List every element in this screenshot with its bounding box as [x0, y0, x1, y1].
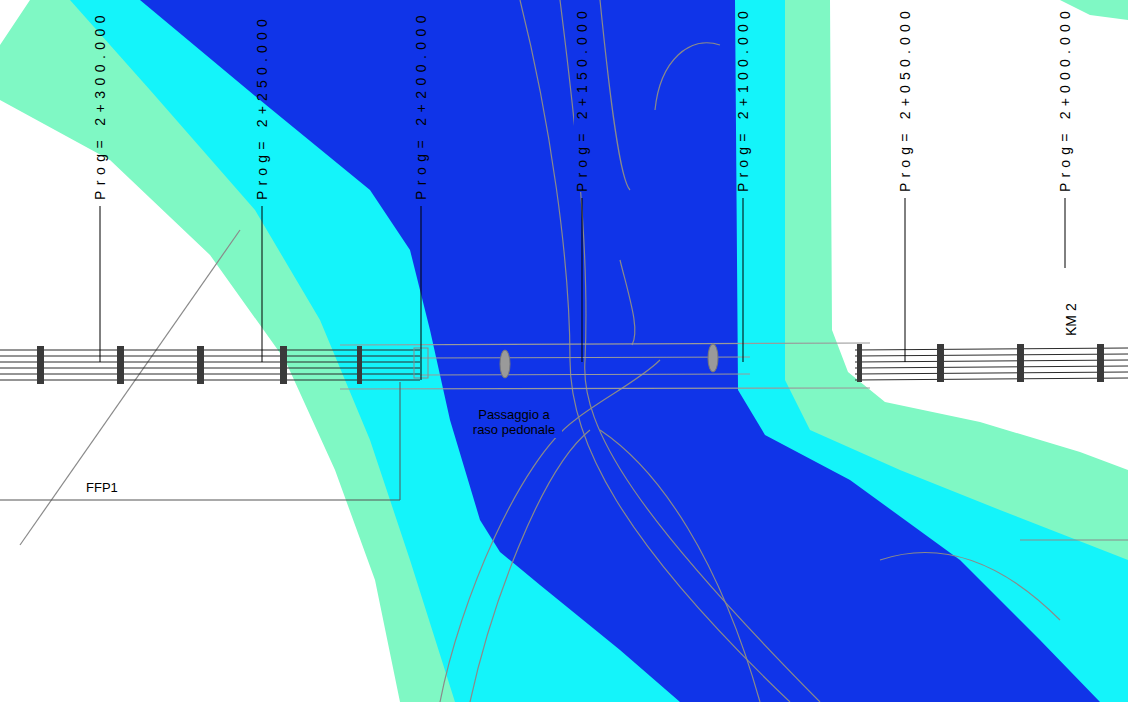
km-label: KM 2 — [1063, 303, 1079, 336]
crossing-label: Passaggio a raso pedonale — [466, 408, 562, 438]
section-label: FFP1 — [86, 481, 118, 496]
cyan-band — [70, 0, 1128, 702]
section-leader — [0, 382, 400, 500]
station-leaders — [100, 198, 1065, 380]
station-label: Prog= 2+200.000 — [413, 10, 429, 200]
station-label: Prog= 2+050.000 — [897, 6, 913, 192]
station-label: Prog= 2+250.000 — [254, 14, 270, 200]
railway-track — [0, 343, 1128, 389]
station-label: Prog= 2+000.000 — [1057, 6, 1073, 192]
station-label: Prog= 2+100.000 — [735, 6, 751, 192]
station-label: Prog= 2+150.000 — [574, 6, 590, 192]
dry-area — [830, 0, 1128, 470]
station-label: Prog= 2+300.000 — [92, 10, 108, 200]
contour-lines — [20, 0, 1128, 702]
